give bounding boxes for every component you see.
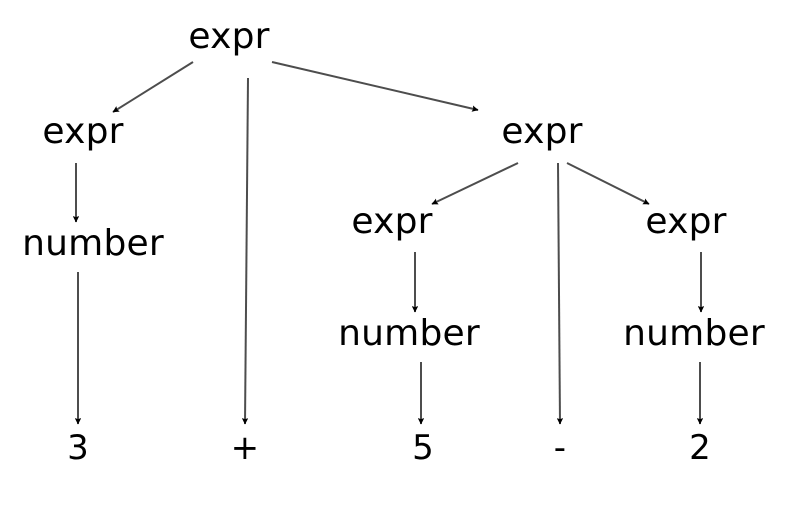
tree-node-term-minus: - xyxy=(553,428,567,468)
tree-node-term-5: 5 xyxy=(412,428,434,468)
tree-node-expr-root: expr xyxy=(188,16,270,57)
tree-node-term-plus: + xyxy=(230,428,260,468)
tree-node-number-m3: number xyxy=(338,313,480,354)
tree-edge xyxy=(431,162,519,205)
tree-node-expr-l1: expr xyxy=(42,111,124,152)
edge-layer xyxy=(72,61,705,425)
tree-edge xyxy=(556,162,564,425)
tree-edge xyxy=(112,61,194,113)
tree-edge xyxy=(271,61,479,112)
tree-node-expr-r2-left: expr xyxy=(351,201,433,242)
tree-node-term-3: 3 xyxy=(67,428,89,468)
tree-node-number-l2: number xyxy=(22,223,164,264)
tree-node-expr-r2-right: expr xyxy=(645,201,727,242)
tree-edge xyxy=(241,77,249,425)
tree-node-number-r3: number xyxy=(623,313,765,354)
tree-edge xyxy=(566,162,650,205)
tree-node-expr-r1: expr xyxy=(501,111,583,152)
tree-node-term-2: 2 xyxy=(689,428,711,468)
